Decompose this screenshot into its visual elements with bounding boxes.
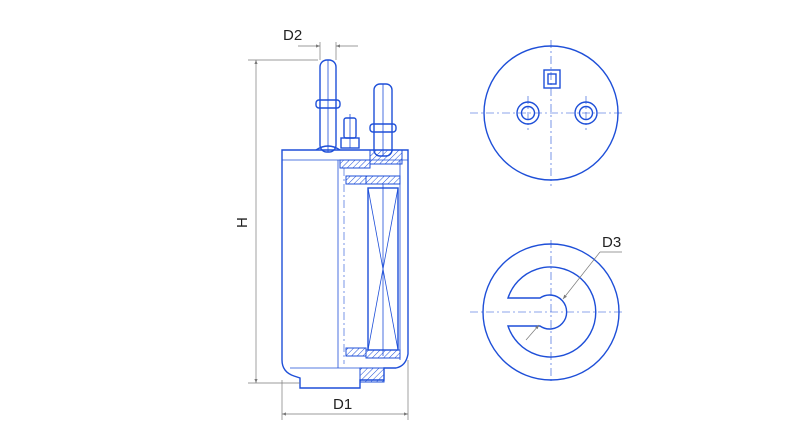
electrical-terminal [340, 114, 360, 149]
label-d2: D2 [283, 27, 302, 44]
dimension-d3: D3 [525, 234, 622, 341]
dimension-d1: D1 [281, 360, 409, 420]
top-view [470, 40, 622, 186]
dimension-d2: D2 [283, 27, 358, 60]
label-h: H [234, 217, 251, 228]
inlet-tube [369, 83, 397, 157]
section-hatching [339, 149, 403, 383]
dimension-h: H [234, 59, 318, 384]
top-view-outline [483, 45, 619, 181]
top-view-terminal [543, 69, 561, 89]
label-d1: D1 [333, 396, 352, 413]
side-view [281, 59, 409, 389]
top-view-port-left [516, 96, 540, 130]
bottom-view: D3 [470, 234, 622, 384]
bottom-view-outline [482, 243, 620, 381]
top-view-port-right [574, 96, 598, 130]
label-d3: D3 [602, 234, 621, 251]
motor-winding [367, 184, 399, 356]
bottom-view-slotted-ring [507, 266, 597, 358]
outlet-tube [315, 59, 341, 153]
